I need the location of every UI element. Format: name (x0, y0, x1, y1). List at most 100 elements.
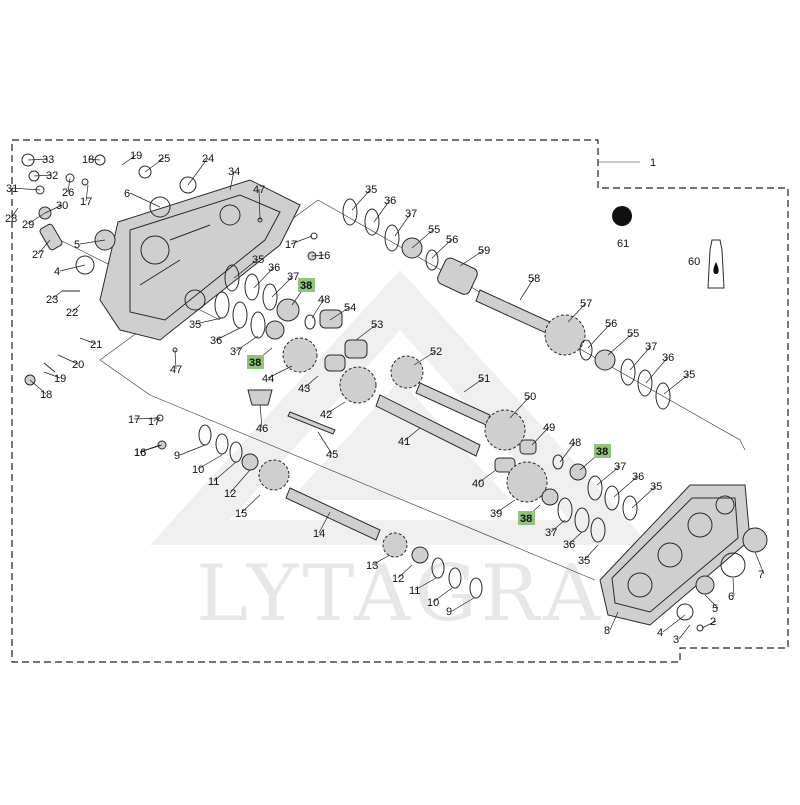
callout-number: 19 (130, 150, 142, 162)
leader-line (509, 395, 531, 419)
callout-number: 37 (405, 208, 417, 220)
callout-number: 4 (54, 266, 60, 278)
gears (241, 237, 616, 564)
callout-number: 51 (478, 373, 490, 385)
leader-line (179, 444, 206, 456)
callout-number: 38 (596, 446, 608, 458)
leader-line (29, 379, 47, 395)
bearing-12b (411, 546, 429, 564)
assembly-boundary (11, 139, 789, 663)
plate-6 (720, 552, 746, 578)
callout-number: 50 (524, 391, 536, 403)
callout-number: 35 (683, 369, 695, 381)
leader-line (144, 157, 165, 173)
seal-4b (676, 603, 694, 621)
leader-line (311, 254, 325, 257)
bearing-48 (569, 463, 587, 481)
callout-number: 37 (645, 341, 657, 353)
leader-line (240, 494, 261, 514)
ring-37a (384, 224, 400, 252)
leader-line (253, 266, 275, 289)
leader-line (631, 485, 657, 509)
callout-number: 11 (409, 585, 420, 597)
leader-line (87, 158, 101, 161)
callout-number: 37 (545, 527, 557, 539)
callout-highlight (247, 355, 264, 369)
leader-line (495, 499, 516, 514)
callout-number: 59 (478, 245, 490, 257)
gear-57 (544, 314, 586, 356)
callout-number: 27 (32, 249, 44, 261)
callout-number: 9 (174, 450, 180, 462)
leader-line (663, 373, 690, 395)
leader-line (403, 427, 421, 442)
bearing-37c (541, 488, 559, 506)
bushing-40 (494, 457, 516, 473)
assembly-number: 1 (650, 157, 656, 169)
callout-number: 53 (371, 319, 383, 331)
callout-number: 43 (298, 383, 310, 395)
leader-line (371, 554, 391, 566)
leader-line (329, 306, 351, 321)
leader-line (550, 519, 566, 533)
seal-5b (695, 575, 715, 595)
leader-line (451, 597, 475, 612)
bearing-37a (276, 298, 300, 322)
callout-number: 36 (384, 195, 396, 207)
leader-line (432, 587, 453, 603)
callout-number: 23 (46, 294, 58, 306)
callout-number: 46 (256, 423, 268, 435)
leader-line (567, 302, 587, 323)
callout-number: 36 (662, 352, 674, 364)
callout-number: 35 (650, 481, 662, 493)
leader-line (213, 461, 237, 482)
leader-line (71, 304, 81, 313)
gear-44 (282, 337, 318, 373)
leader-line (27, 158, 49, 161)
callout-number: 26 (62, 187, 74, 199)
callout-number: 6 (728, 591, 734, 603)
callout-number: 18 (82, 154, 94, 166)
callout-number: 36 (563, 539, 575, 551)
leader-line (229, 170, 235, 191)
callout-number: 16 (134, 447, 146, 459)
sealant-number: 60 (688, 256, 700, 268)
leader-line (51, 290, 63, 300)
leader-line (645, 356, 669, 384)
callout-number: 7 (758, 569, 764, 581)
leader-line (607, 332, 634, 356)
gear-15 (258, 459, 290, 491)
ring-35b (655, 382, 671, 410)
bearing-37d (265, 320, 285, 340)
leader-line (153, 417, 159, 422)
callout-number: 20 (72, 359, 84, 371)
leader-line (732, 577, 735, 597)
ring-56b (579, 339, 593, 361)
callout-number: 57 (580, 298, 592, 310)
left-housing (99, 179, 301, 341)
right-housing (599, 484, 751, 626)
leader-line (259, 404, 263, 429)
leader-line (413, 350, 437, 366)
callout-number: 58 (528, 273, 540, 285)
gear-52 (390, 355, 424, 389)
fork-46 (247, 389, 273, 406)
leader-line (459, 249, 485, 267)
leader-line (325, 401, 346, 415)
leader-line (583, 544, 599, 561)
leader-line (290, 235, 313, 245)
ring-37b (620, 358, 636, 386)
bearing-55 (594, 349, 616, 371)
cap-24 (179, 176, 197, 194)
callout-number: 36 (632, 471, 644, 483)
leader-line (397, 564, 413, 579)
callout-number: 6 (124, 188, 130, 200)
gear-42 (339, 366, 377, 404)
leader-line (233, 258, 259, 279)
callout-number: 17 (148, 416, 160, 428)
callout-number: 35 (365, 184, 377, 196)
callout-number: 35 (252, 254, 264, 266)
leader-line (235, 335, 259, 352)
leader-line (701, 620, 717, 629)
